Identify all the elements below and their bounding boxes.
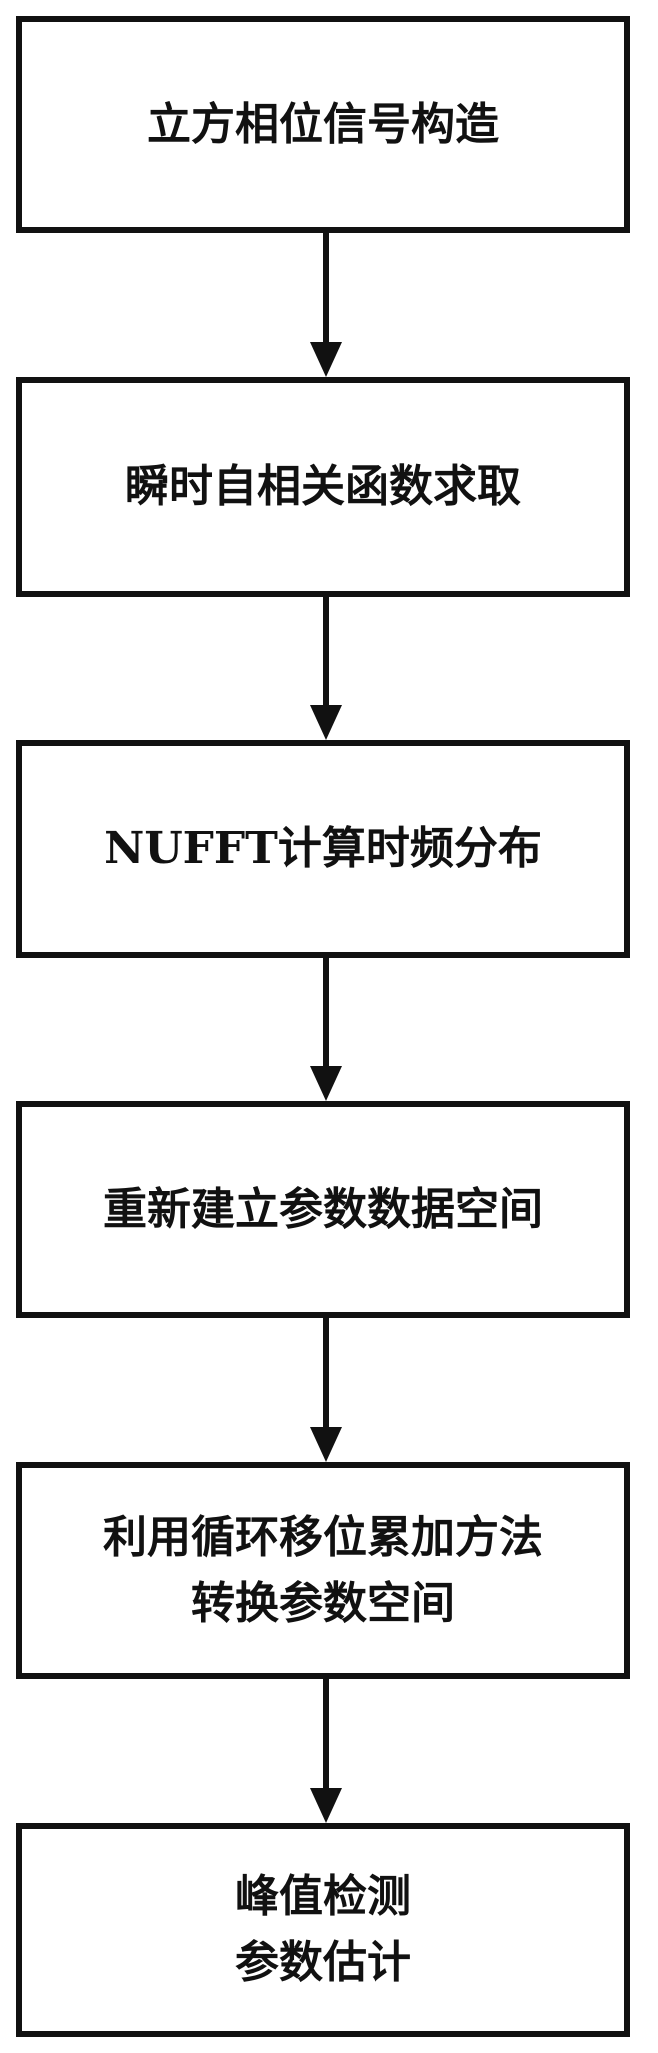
step-box-2: 瞬时自相关函数求取: [16, 377, 630, 597]
arrow-1-to-2: [310, 233, 342, 377]
step-box-1: 立方相位信号构造: [16, 16, 630, 233]
step-box-4: 重新建立参数数据空间: [16, 1101, 630, 1318]
arrow-5-to-6: [310, 1679, 342, 1823]
arrow-2-to-3: [310, 597, 342, 740]
step-5-label-line-2: 转换参数空间: [191, 1577, 455, 1629]
step-2-label: 瞬时自相关函数求取: [125, 461, 521, 512]
step-5-label-line-1: 利用循环移位累加方法: [103, 1511, 543, 1563]
step-box-5: 利用循环移位累加方法 转换参数空间: [16, 1462, 630, 1679]
step-3-label: NUFFT计算时频分布: [104, 823, 542, 874]
step-box-6: 峰值检测 参数估计: [16, 1823, 630, 2037]
arrow-3-to-4: [310, 958, 342, 1101]
step-1-label: 立方相位信号构造: [147, 98, 499, 150]
step-6-label-line-2: 参数估计: [235, 1937, 411, 1988]
step-box-3: NUFFT计算时频分布: [16, 740, 630, 958]
step-6-label-line-1: 峰值检测: [235, 1871, 411, 1922]
arrow-4-to-5: [310, 1318, 342, 1462]
step-4-label: 重新建立参数数据空间: [103, 1183, 543, 1235]
